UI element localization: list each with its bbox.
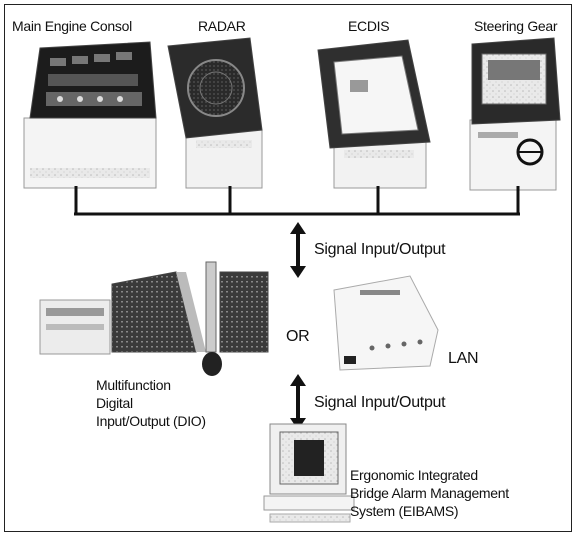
dio-board-image bbox=[39, 261, 269, 376]
lan-device-image bbox=[333, 275, 439, 371]
ecdis-image bbox=[317, 39, 431, 189]
label-eibams-line1: Ergonomic Integrated bbox=[350, 467, 478, 483]
label-lan: LAN bbox=[448, 350, 479, 367]
label-signal-bottom: Signal Input/Output bbox=[314, 394, 446, 411]
eibams-computer-image bbox=[263, 423, 355, 523]
label-eibams-line3: System (EIBAMS) bbox=[350, 503, 459, 519]
label-or: OR bbox=[286, 328, 310, 345]
label-signal-top: Signal Input/Output bbox=[314, 241, 446, 258]
label-dio-line2: Digital bbox=[96, 395, 133, 411]
label-main-engine: Main Engine Consol bbox=[12, 18, 132, 34]
steering-gear-image bbox=[469, 37, 561, 191]
bus-line bbox=[74, 186, 520, 216]
main-engine-console-image bbox=[23, 41, 157, 189]
radar-image bbox=[167, 37, 263, 189]
label-eibams-line2: Bridge Alarm Management bbox=[350, 485, 509, 501]
label-dio-line1: Multifunction bbox=[96, 377, 171, 393]
signal-arrow-bottom bbox=[290, 374, 306, 430]
label-ecdis: ECDIS bbox=[348, 18, 390, 34]
signal-arrow-top bbox=[290, 222, 306, 278]
label-steering-gear: Steering Gear bbox=[474, 18, 558, 34]
label-dio-line3: Input/Output (DIO) bbox=[96, 413, 206, 429]
label-radar: RADAR bbox=[198, 18, 246, 34]
